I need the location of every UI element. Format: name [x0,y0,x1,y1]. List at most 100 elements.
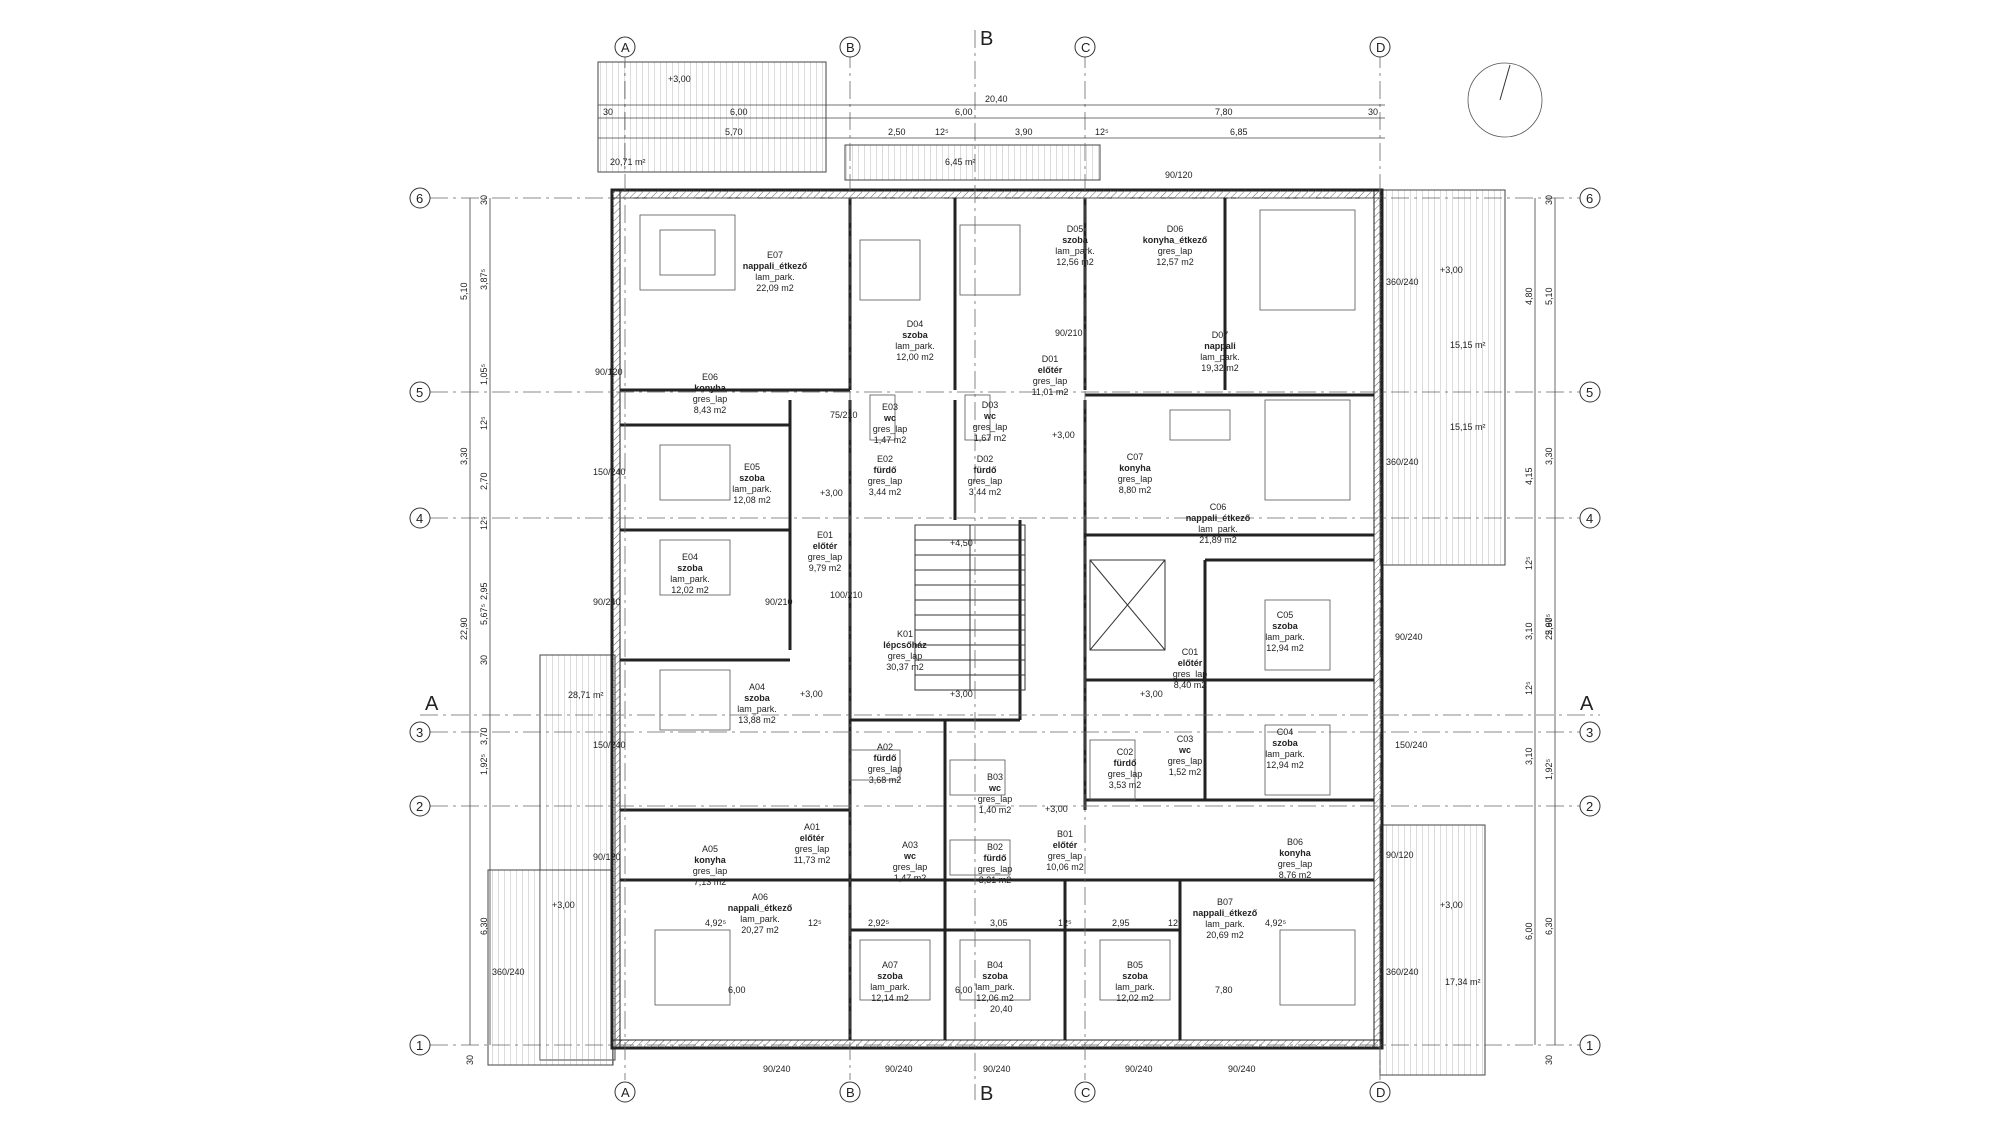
outer-wall-bottom [611,1039,1383,1049]
room-name: nappali_étkező [743,261,808,271]
room-id: C05 [1277,610,1294,620]
room-name: wc [988,783,1001,793]
dim-right-part: 4,15 [1524,467,1534,485]
dim-right-part: 5,10 [1544,287,1554,305]
svg-text:17,34 m²: 17,34 m² [1445,977,1481,987]
dim-left-total: 22,90 [459,617,469,640]
room-area: 12,00 m2 [896,352,934,362]
svg-text:B: B [846,40,855,55]
room-area: 12,94 m2 [1266,760,1304,770]
svg-text:C: C [1081,1085,1090,1100]
room-floor: gres_lap [978,864,1013,874]
room-area: 11,01 m2 [1032,387,1069,397]
room-id: A03 [902,840,918,850]
svg-text:28,71 m²: 28,71 m² [568,690,604,700]
svg-text:75/210: 75/210 [830,410,858,420]
room-floor: gres_lap [973,422,1008,432]
dim-bottom: 12⁵ [1058,918,1072,928]
room-name: szoba [677,563,704,573]
room-name: szoba [1272,738,1299,748]
room-id: D05 [1067,224,1084,234]
level-mark: +3,00 [950,689,973,699]
svg-text:D: D [1376,1085,1385,1100]
room-name: fürdő [874,465,897,475]
svg-text:90/240: 90/240 [1395,632,1423,642]
dim-top-total: 20,40 [985,94,1008,104]
svg-text:90/210: 90/210 [765,597,793,607]
terrace-left-lower [487,869,614,1066]
level-mark: +3,00 [820,488,843,498]
room-floor: lam_park. [1265,632,1305,642]
room-floor: lam_park. [1198,524,1238,534]
svg-text:6: 6 [1586,191,1593,206]
staircase [914,524,1166,691]
terrace-right-upper [1379,189,1506,566]
room-name: nappali_étkező [728,903,793,913]
room-floor: gres_lap [1278,859,1313,869]
level-mark: +3,00 [668,74,691,84]
room-id: B02 [987,842,1003,852]
room-name: konyha [694,855,727,865]
grid-bubble-D-bottom [1369,1081,1391,1103]
room-name: előtér [800,833,825,843]
svg-text:A: A [621,1085,630,1100]
room-id: E07 [767,250,783,260]
outer-wall-top [611,189,1383,199]
dim-left-part: 5,10 [459,282,469,300]
grid-bubble-4-left [409,507,431,529]
dim-left-part: 12⁵ [479,416,489,430]
dim-left-part: 3,30 [459,447,469,465]
svg-text:100/210: 100/210 [830,590,863,600]
dim-inner: 6,00 [728,985,746,995]
room-id: A02 [877,742,893,752]
svg-text:3: 3 [416,725,423,740]
dim-right-part: 4,80 [1524,287,1534,305]
outer-wall-left [611,189,621,1049]
room-area: 12,94 m2 [1266,643,1304,653]
room-area: 9,79 m2 [809,563,842,573]
room-name: wc [1178,745,1191,755]
room-area: 12,02 m2 [1116,993,1154,1003]
svg-text:150/240: 150/240 [1395,740,1428,750]
room-id: D03 [982,400,999,410]
dim-left-part: 3,87⁵ [479,268,489,290]
room-floor: lam_park. [975,982,1015,992]
room-name: szoba [744,693,771,703]
room-floor: gres_lap [1118,474,1153,484]
dim-right-part: 3,10 [1524,747,1534,765]
dim-bottom: 2,92⁵ [868,918,890,928]
svg-text:90/240: 90/240 [763,1064,791,1074]
svg-text:90/240: 90/240 [593,597,621,607]
room-id: A04 [749,682,765,692]
room-area: 12,57 m2 [1156,257,1194,267]
terraces [487,61,1506,1076]
level-mark: +3,00 [1052,430,1075,440]
grid-bubbles: A B C D A B C D 6 5 4 3 2 1 6 5 4 3 [409,36,1601,1103]
room-floor: lam_park. [870,982,910,992]
room-name: szoba [1062,235,1089,245]
room-floor: gres_lap [1033,376,1068,386]
room-name: wc [883,413,896,423]
svg-text:5: 5 [1586,385,1593,400]
svg-text:2: 2 [1586,799,1593,814]
grid-bubble-5-left [409,381,431,403]
